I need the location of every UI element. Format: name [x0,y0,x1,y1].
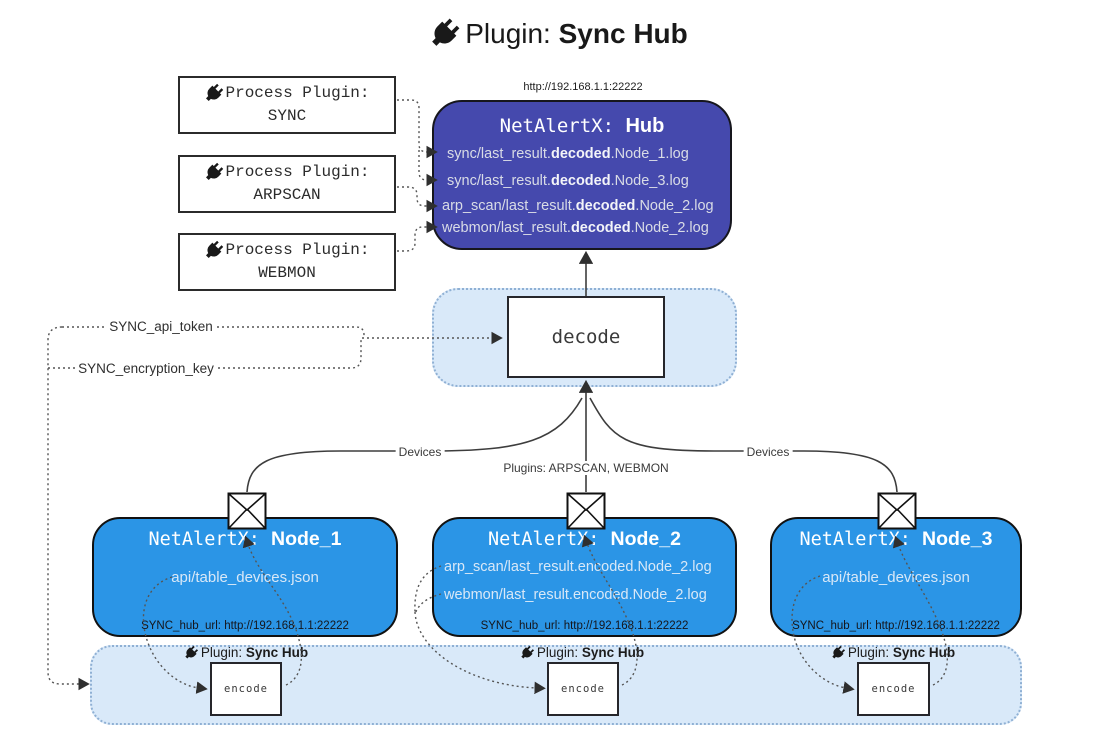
hub-log-entry: sync/last_result.decoded.Node_3.log [447,173,689,189]
node-huburl: SYNC_hub_url: http://192.168.1.1:22222 [480,620,689,632]
plug-icon [206,240,224,258]
netalertx-node2-box: NetAlertX: Node_2 arp_scan/last_result.e… [432,517,737,637]
node-file-line: webmon/last_result.encoded.Node_2.log [444,587,707,603]
hub-log-entry: sync/last_result.decoded.Node_1.log [447,146,689,162]
node-file-line: api/table_devices.json [822,569,970,586]
envelope-icon [227,492,267,530]
conn-secrets-to-encode-band [47,326,90,691]
process-plugin-label: Process Plugin: [225,162,370,181]
process-plugin-name: SYNC [267,107,307,125]
node-file-line: arp_scan/last_result.encoded.Node_2.log [444,559,712,575]
node-title: NetAlertX: Node_2 [488,528,681,550]
envelope-icon [877,492,917,530]
conn-arpscan-to-hub [397,186,438,213]
plug-icon [206,83,224,101]
conn-webmon-to-hub [397,220,438,252]
hub-log-entry: webmon/last_result.decoded.Node_2.log [442,220,709,236]
node-title: NetAlertX: Node_3 [799,528,993,550]
node-huburl: SYNC_hub_url: http://192.168.1.1:22222 [792,620,1000,632]
encode-box: encode [547,662,619,716]
netalertx-node3-box: NetAlertX: Node_3 api/table_devices.json… [770,517,1022,637]
plug-icon [832,645,846,659]
netalertx-hub-box: NetAlertX: Hub sync/last_result.decoded.… [432,100,732,250]
netalertx-node1-box: NetAlertX: Node_1 api/table_devices.json… [92,517,398,637]
devices-right-label: Devices [743,445,793,459]
decode-box: decode [507,296,665,378]
conn-sync-to-hub2 [418,150,438,187]
process-plugin-webmon-box: Process Plugin: WEBMON [178,233,396,291]
plug-icon [521,645,535,659]
hub-title: NetAlertX: Hub [499,115,665,137]
process-plugin-name: ARPSCAN [253,186,321,204]
encode-section-label: Plugin: Sync Hub [520,645,644,660]
encode-box: encode [210,662,282,716]
sync-api-token-label: SYNC_api_token [106,319,216,334]
process-plugin-sync-box: Process Plugin: SYNC [178,76,396,134]
encode-section-label: Plugin: Sync Hub [184,645,308,660]
process-plugin-name: WEBMON [258,264,316,282]
sync-encryption-key-label: SYNC_encryption_key [75,361,217,376]
process-plugin-label: Process Plugin: [225,83,370,102]
encode-box: encode [857,662,930,716]
node-file-line: api/table_devices.json [171,569,319,586]
plug-icon [206,162,224,180]
plug-icon [432,18,460,46]
node-title: NetAlertX: Node_1 [148,528,342,550]
process-plugin-label: Process Plugin: [225,240,370,259]
hub-log-entry: arp_scan/last_result.decoded.Node_2.log [442,198,714,214]
page-title: Plugin: Sync Hub [0,18,1117,50]
plug-icon [185,645,199,659]
plugins-center-label: Plugins: ARPSCAN, WEBMON [500,461,672,475]
decode-label: decode [551,326,621,348]
devices-left-label: Devices [395,445,445,459]
hub-url-label: http://192.168.1.1:22222 [523,81,643,93]
node-huburl: SYNC_hub_url: http://192.168.1.1:22222 [141,620,349,632]
conn-sync-to-hub1 [397,99,438,159]
envelope-icon [566,492,606,530]
process-plugin-arpscan-box: Process Plugin: ARPSCAN [178,155,396,213]
encode-section-label: Plugin: Sync Hub [831,645,955,660]
title-text: Plugin: Sync Hub [465,18,688,49]
